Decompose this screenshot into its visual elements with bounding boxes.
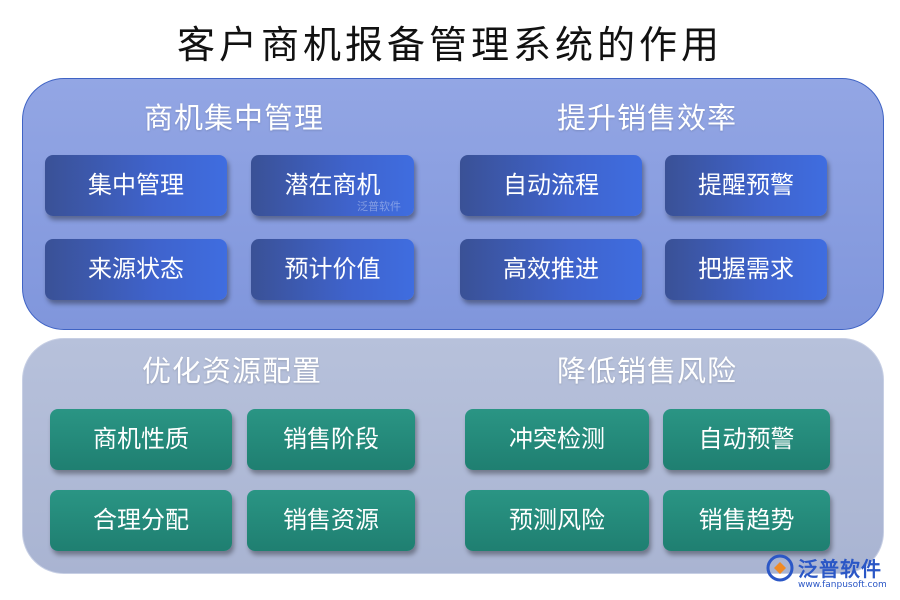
section-title-resource-allocation: 优化资源配置 [141, 354, 322, 388]
item-box: 冲突检测 [465, 409, 649, 470]
item-box: 把握需求 [665, 239, 827, 300]
item-box: 高效推进 [460, 239, 642, 300]
page-title: 客户商机报备管理系统的作用 [176, 23, 723, 67]
item-box: 自动流程 [460, 155, 642, 216]
item-box: 销售阶段 [247, 409, 415, 470]
item-box: 预计价值 [251, 239, 414, 300]
item-box: 自动预警 [663, 409, 830, 470]
watermark-text: 泛普软件 [357, 200, 401, 213]
item-box: 商机性质 [50, 409, 232, 470]
item-box: 来源状态 [45, 239, 227, 300]
item-box: 潜在商机 [251, 155, 414, 216]
item-box: 提醒预警 [665, 155, 827, 216]
item-box: 集中管理 [45, 155, 227, 216]
section-title-opportunity-management: 商机集中管理 [143, 101, 324, 135]
brand-name: 泛普软件 [798, 557, 882, 581]
item-box: 销售趋势 [663, 490, 830, 551]
item-box: 销售资源 [247, 490, 415, 551]
brand-logo: 泛普软件 www.fanpusoft.com [766, 552, 890, 596]
section-title-sales-efficiency: 提升销售效率 [556, 101, 737, 135]
item-box: 合理分配 [50, 490, 232, 551]
brand-url: www.fanpusoft.com [798, 580, 887, 590]
brand-mark-icon [766, 554, 794, 582]
section-title-sales-risk: 降低销售风险 [556, 354, 737, 388]
item-box: 预测风险 [465, 490, 649, 551]
